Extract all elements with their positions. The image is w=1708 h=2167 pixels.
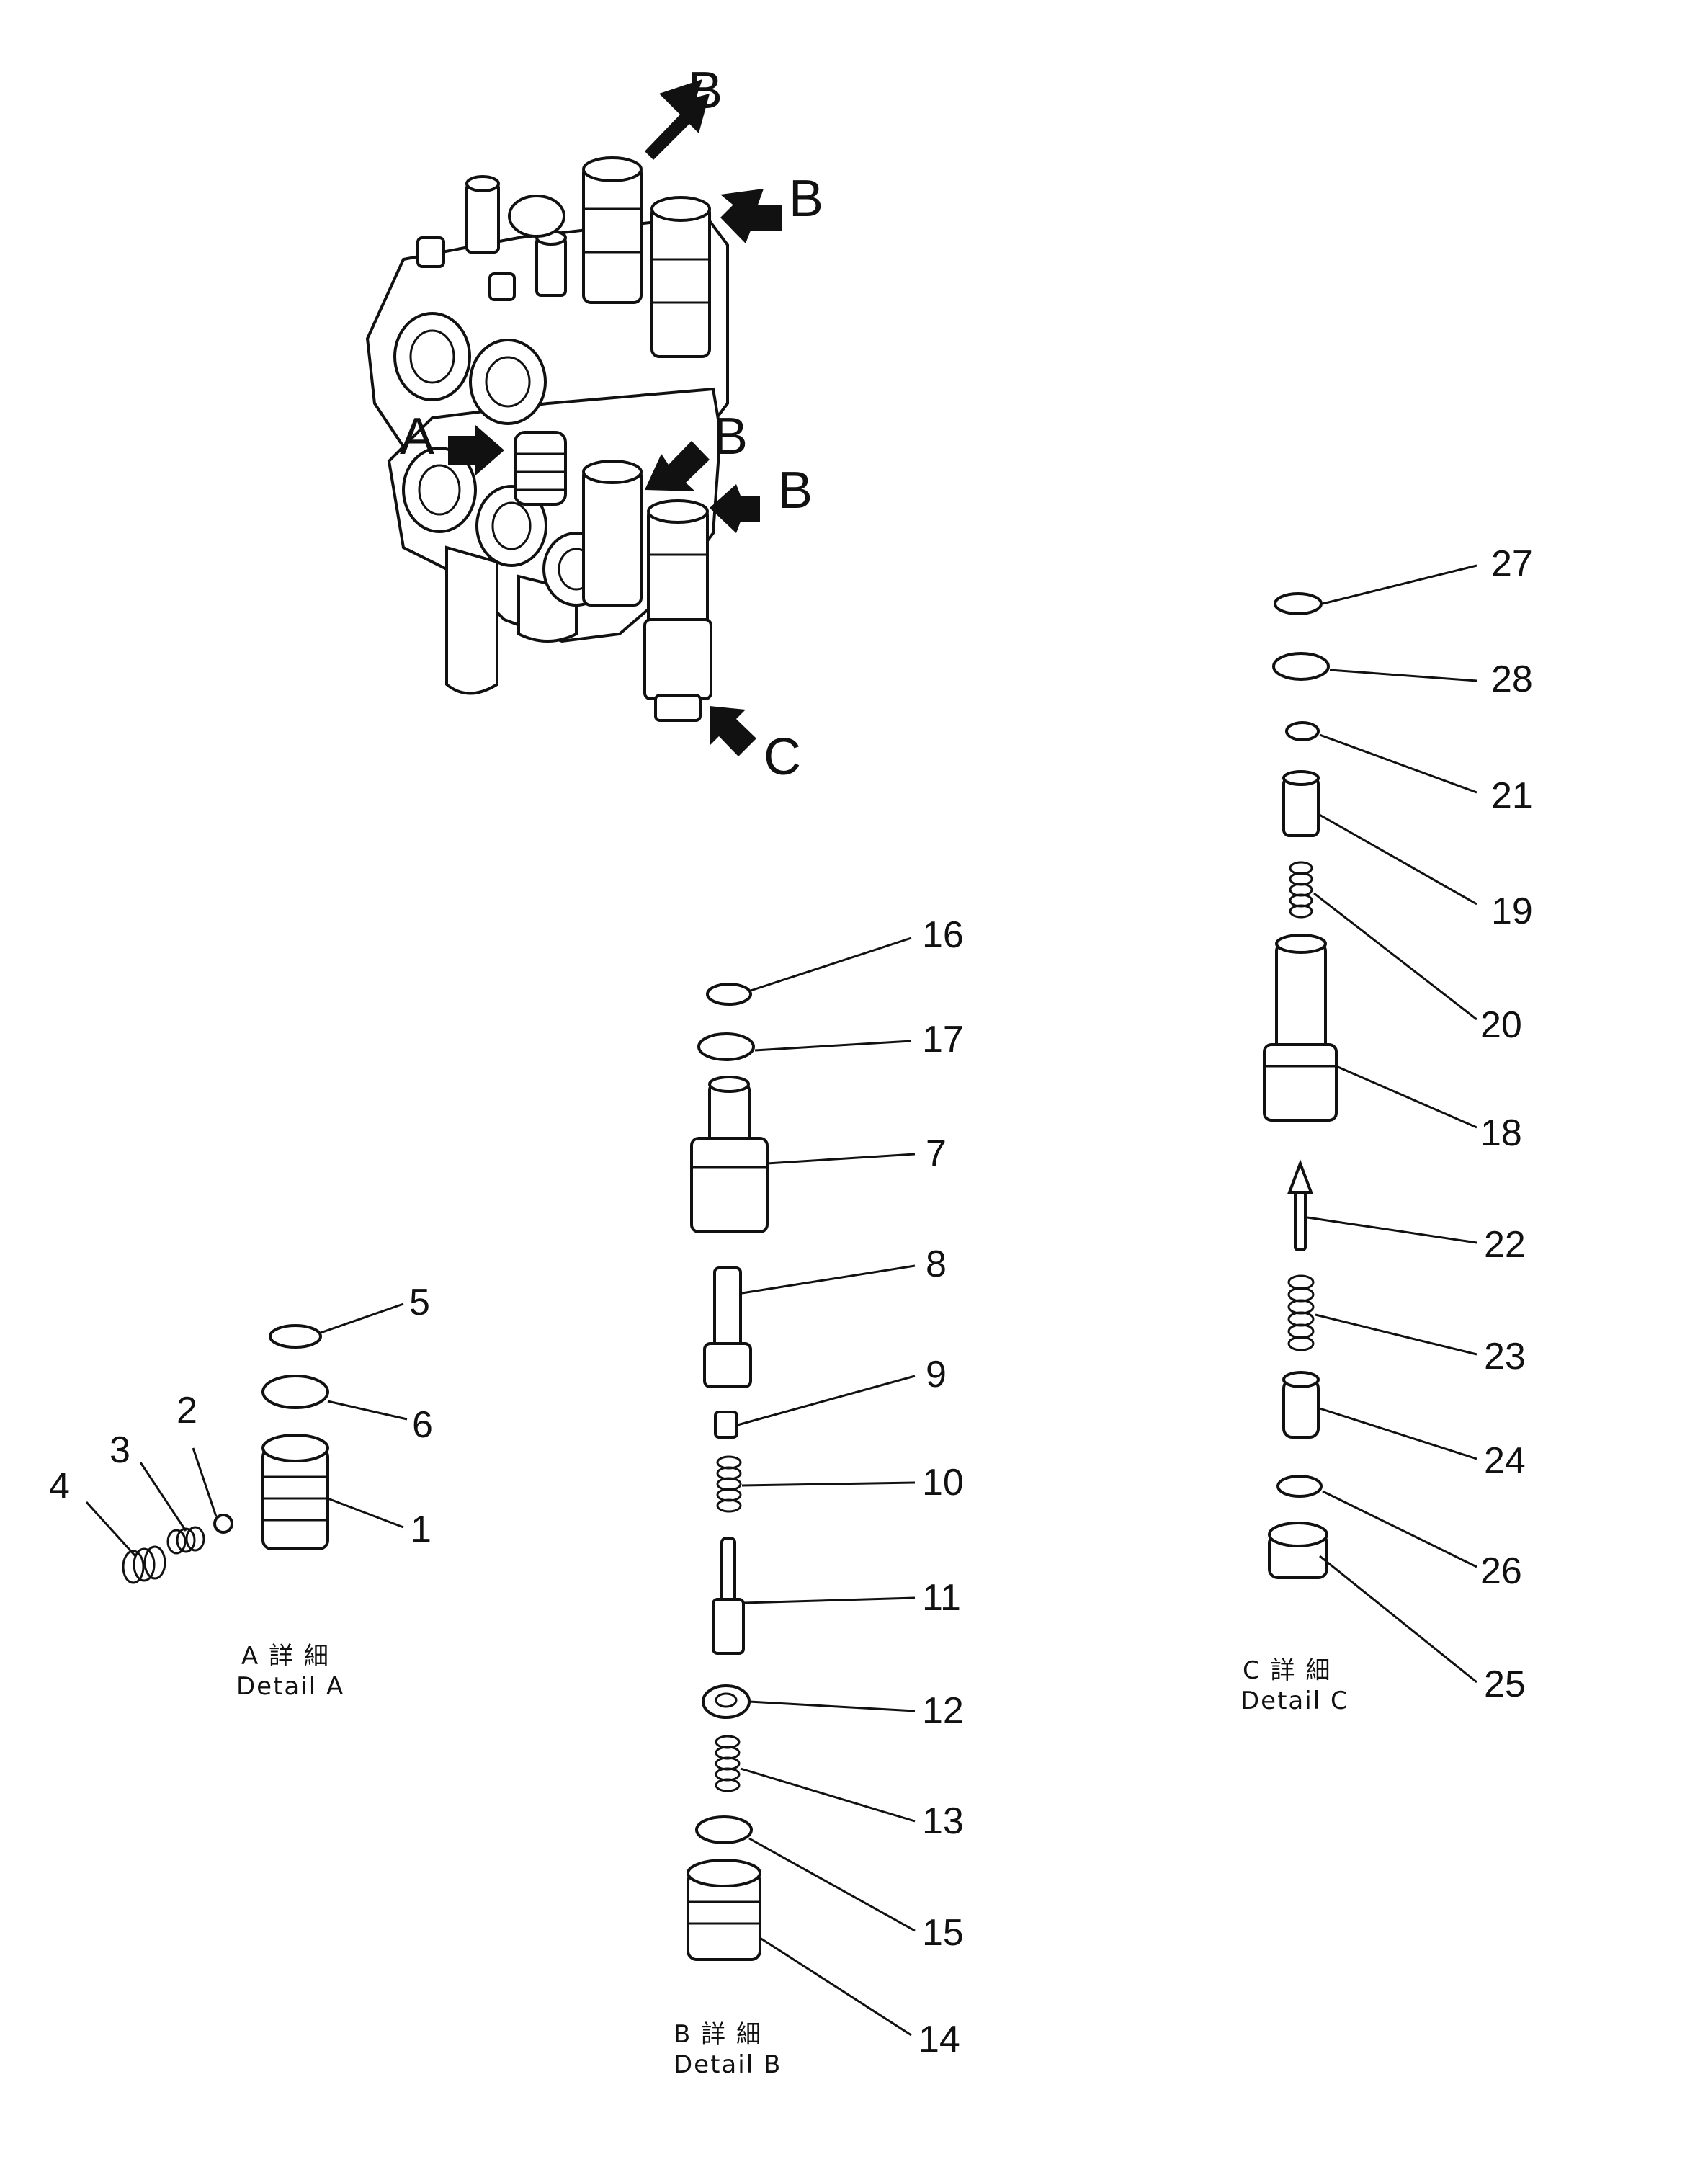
part-15-o-ring [695,1815,753,1844]
part-25-cap-nut [1268,1522,1328,1579]
part-number-17: 17 [922,1019,964,1060]
arrow-callout-b-right-lower: B [710,462,813,533]
part-number-6: 6 [412,1404,433,1446]
part-19-sleeve [1282,770,1320,837]
part-number-5: 5 [409,1282,430,1323]
detail-a-caption-ja: A 詳 細 [241,1642,330,1671]
part-16-o-ring [706,983,752,1006]
callout-label: A [400,408,434,465]
arrow-callout-b-right-upper: B [720,170,823,243]
part-number-28: 28 [1491,658,1533,700]
part-number-21: 21 [1491,775,1533,817]
part-21-ring [1285,721,1320,741]
arrow-callout-c: C [710,706,801,786]
part-13-spring [715,1735,741,1792]
detail-c-parts [1263,564,1477,1684]
part-1-plug [261,1434,329,1550]
part-27-o-ring [1274,592,1323,615]
callout-label: B [713,408,748,465]
part-11-piston [712,1537,745,1655]
part-14-plug [687,1859,761,1961]
detail-c-caption-ja: C 詳 細 [1243,1656,1331,1685]
part-number-20: 20 [1480,1004,1522,1046]
part-6-o-ring [261,1375,329,1409]
detail-c-caption-en: Detail C [1240,1686,1349,1715]
part-24-adjuster [1282,1371,1320,1439]
callout-label: B [688,62,723,120]
part-number-12: 12 [922,1690,964,1732]
part-9-poppet [714,1411,738,1439]
arrow-callout-b-top: B [641,62,723,160]
part-number-7: 7 [926,1132,947,1174]
part-number-24: 24 [1484,1440,1526,1482]
part-3-spring [166,1526,205,1555]
part-number-19: 19 [1491,890,1533,932]
arrow-callout-b-middle: B [645,408,748,491]
part-number-10: 10 [922,1462,964,1504]
part-number-25: 25 [1484,1663,1526,1705]
part-2-ball [213,1514,233,1534]
detail-b-caption-en: Detail B [674,2050,782,2079]
part-number-11: 11 [922,1577,961,1619]
part-number-4: 4 [49,1465,70,1507]
arrow-callout-a: A [400,408,504,475]
callout-label: B [778,462,813,519]
part-number-27: 27 [1491,543,1533,585]
detail-a-parts [85,1303,408,1584]
part-17-o-ring [697,1032,755,1061]
part-number-26: 26 [1480,1550,1522,1592]
part-number-1: 1 [411,1509,432,1550]
part-5-o-ring [269,1324,322,1349]
part-8-spool [703,1266,752,1388]
part-number-16: 16 [922,914,964,956]
part-number-15: 15 [922,1912,964,1954]
part-20-spring [1289,861,1313,919]
part-number-23: 23 [1484,1336,1526,1377]
part-28-o-ring [1272,652,1330,681]
part-26-o-ring [1276,1475,1323,1498]
part-number-8: 8 [926,1243,947,1285]
callout-label: B [789,170,823,228]
part-number-3: 3 [109,1429,130,1471]
detail-b-parts [687,937,916,2037]
part-22-needle [1287,1159,1313,1251]
part-23-spring [1287,1274,1315,1351]
callout-label: C [764,728,801,786]
part-18-relief-body [1263,934,1338,1122]
part-10-spring [716,1455,742,1513]
part-number-22: 22 [1484,1224,1526,1266]
part-number-18: 18 [1480,1112,1522,1154]
part-4-spring [122,1545,166,1584]
part-number-14: 14 [918,2019,960,2060]
detail-a-caption-en: Detail A [236,1672,344,1701]
part-number-9: 9 [926,1354,947,1395]
part-7-valve-body [690,1076,769,1233]
part-number-13: 13 [922,1800,964,1842]
part-number-2: 2 [176,1390,197,1431]
detail-b-caption-ja: B 詳 細 [674,2020,762,2049]
part-12-seat [702,1684,751,1719]
